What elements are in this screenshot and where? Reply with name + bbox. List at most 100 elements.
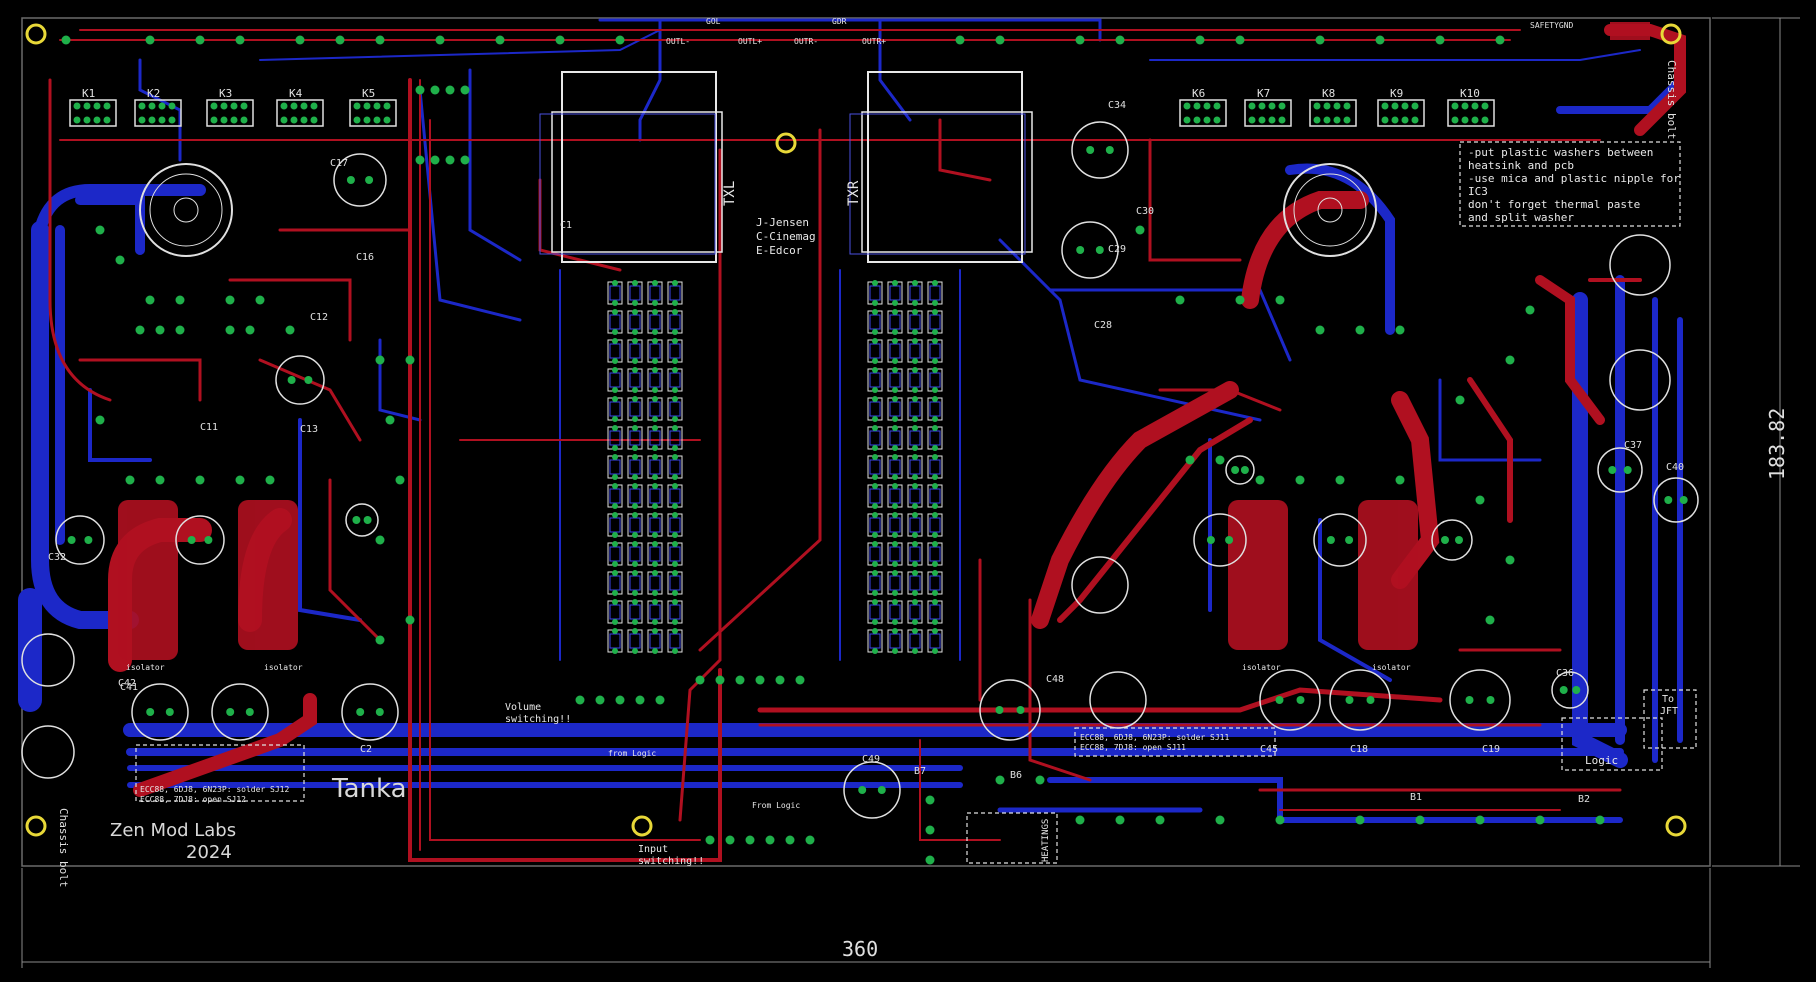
capacitor-4 bbox=[175, 515, 225, 565]
relay-k9 bbox=[1377, 99, 1425, 127]
component-label-c42: C42 bbox=[118, 678, 136, 689]
component-label-c16: C16 bbox=[356, 252, 374, 263]
isolator-label-3: isolator bbox=[1242, 663, 1281, 672]
note-mount: -put plastic washers between heatsink an… bbox=[1468, 146, 1680, 224]
component-label-c19: C19 bbox=[1482, 744, 1500, 755]
note-boxes bbox=[135, 141, 1697, 864]
svg-text:ECC88, 6DJ8, 6N23P: solder SJ1: ECC88, 6DJ8, 6N23P: solder SJ12 bbox=[140, 785, 289, 794]
svg-text:IC3: IC3 bbox=[1468, 185, 1488, 198]
note-tube-right: ECC88, 6DJ8, 6N23P: solder SJ11 ECC88, 7… bbox=[1080, 733, 1229, 752]
transformer-txl bbox=[539, 71, 723, 263]
relay-label: K8 bbox=[1322, 87, 1335, 100]
svg-text:switching!!: switching!! bbox=[505, 714, 571, 725]
from-logic-label-2: From Logic bbox=[752, 801, 800, 810]
relay-label: K9 bbox=[1390, 87, 1403, 100]
brand-line2: 2024 bbox=[186, 842, 232, 863]
component-label-c30: C30 bbox=[1136, 206, 1154, 217]
heatings-label: HEATINGS bbox=[1041, 819, 1051, 862]
relay-row bbox=[69, 99, 1495, 127]
component-label-c34: C34 bbox=[1108, 100, 1126, 111]
svg-text:To: To bbox=[1662, 694, 1674, 705]
capacitor-6 bbox=[211, 683, 269, 741]
capacitor-21 bbox=[1551, 671, 1589, 709]
capacitor-19 bbox=[843, 761, 901, 819]
component-label-c29: C29 bbox=[1108, 244, 1126, 255]
relay-label: K1 bbox=[82, 87, 95, 100]
txl-label: TXL bbox=[722, 181, 738, 206]
svg-text:Volume: Volume bbox=[505, 702, 541, 713]
component-label-c45: C45 bbox=[1260, 744, 1278, 755]
copper-pours bbox=[118, 22, 1650, 660]
relay-k7 bbox=[1244, 99, 1292, 127]
capacitor-16 bbox=[1431, 519, 1473, 561]
component-label-c17: C17 bbox=[330, 158, 348, 169]
from-logic-label: from Logic bbox=[608, 749, 656, 758]
capacitor-17 bbox=[1597, 447, 1643, 493]
relay-label: K2 bbox=[147, 87, 160, 100]
dimension-height-label: 183.82 bbox=[1765, 408, 1789, 480]
chassis-label-left: Chassis bolt bbox=[57, 808, 70, 887]
relay-k10 bbox=[1447, 99, 1495, 127]
gdr-label: GDR bbox=[832, 17, 847, 26]
volume-switching-label: Volume switching!! bbox=[505, 702, 571, 725]
relay-label: K5 bbox=[362, 87, 375, 100]
relay-k8 bbox=[1309, 99, 1357, 127]
isolator-label-1: isolator bbox=[126, 663, 165, 672]
component-label-c36: C36 bbox=[1556, 668, 1574, 679]
relay-k2 bbox=[134, 99, 182, 127]
component-label-c32: C32 bbox=[48, 552, 66, 563]
capacitor-20 bbox=[345, 503, 379, 537]
capacitor-18 bbox=[1653, 477, 1699, 523]
project-name: Tanka bbox=[331, 774, 407, 804]
component-label-b6: B6 bbox=[1010, 770, 1022, 781]
svg-text:E-Edcor: E-Edcor bbox=[756, 244, 803, 257]
capacitor-1 bbox=[333, 153, 387, 207]
capacitor-layer bbox=[55, 121, 1699, 819]
dimension-width-label: 360 bbox=[842, 937, 878, 961]
mosfet-cluster-right bbox=[1609, 234, 1671, 411]
component-label-c37: C37 bbox=[1624, 440, 1642, 451]
mount-holes bbox=[25, 23, 1687, 837]
capacitor-13 bbox=[1449, 669, 1511, 731]
note-transformers: J-Jensen C-Cinemag E-Edcor bbox=[756, 216, 816, 257]
svg-text:heatsink and pcb: heatsink and pcb bbox=[1468, 159, 1574, 172]
svg-text:Input: Input bbox=[638, 844, 668, 855]
component-label-c2: C2 bbox=[360, 744, 372, 755]
outr-minus-label: OUTR- bbox=[794, 37, 818, 46]
capacitor-8 bbox=[1071, 121, 1129, 179]
svg-text:don't forget thermal paste: don't forget thermal paste bbox=[1468, 198, 1640, 211]
svg-text:-put plastic washers between: -put plastic washers between bbox=[1468, 146, 1653, 159]
svg-text:JFT: JFT bbox=[1660, 706, 1678, 717]
component-label-b2: B2 bbox=[1578, 794, 1590, 805]
relay-k6 bbox=[1179, 99, 1227, 127]
component-label-c12: C12 bbox=[310, 312, 328, 323]
to-jft-label: To JFT bbox=[1660, 694, 1678, 717]
capacitor-5 bbox=[131, 683, 189, 741]
component-label-c18: C18 bbox=[1350, 744, 1368, 755]
component-label-b7: B7 bbox=[914, 766, 926, 777]
capacitor-10 bbox=[979, 679, 1041, 741]
capacitor-11 bbox=[1259, 669, 1321, 731]
component-label-c1: C1 bbox=[560, 220, 572, 231]
heatsink-left bbox=[21, 633, 75, 779]
outr-plus-label: OUTR+ bbox=[862, 37, 886, 46]
attenuator-ladder-right bbox=[867, 280, 943, 654]
svg-text:and split washer: and split washer bbox=[1468, 211, 1574, 224]
attenuator-ladder-left bbox=[607, 280, 683, 654]
relay-label: K4 bbox=[289, 87, 303, 100]
svg-text:ECC88, 7DJ8: open SJ12: ECC88, 7DJ8: open SJ12 bbox=[140, 795, 246, 804]
capacitor-9 bbox=[1061, 221, 1119, 279]
component-label-c49: C49 bbox=[862, 754, 880, 765]
outl-minus-label: OUTL- bbox=[666, 37, 690, 46]
capacitor-15 bbox=[1313, 513, 1367, 567]
relay-k3 bbox=[206, 99, 254, 127]
capacitor-2 bbox=[275, 355, 325, 405]
capacitor-7 bbox=[341, 683, 399, 741]
pad-layer bbox=[61, 35, 1605, 865]
svg-text:-use mica and plastic nipple f: -use mica and plastic nipple for bbox=[1468, 172, 1680, 185]
relay-label: K3 bbox=[219, 87, 232, 100]
safety-label: SAFETYGND bbox=[1530, 21, 1574, 30]
transformer-txr bbox=[849, 71, 1033, 263]
